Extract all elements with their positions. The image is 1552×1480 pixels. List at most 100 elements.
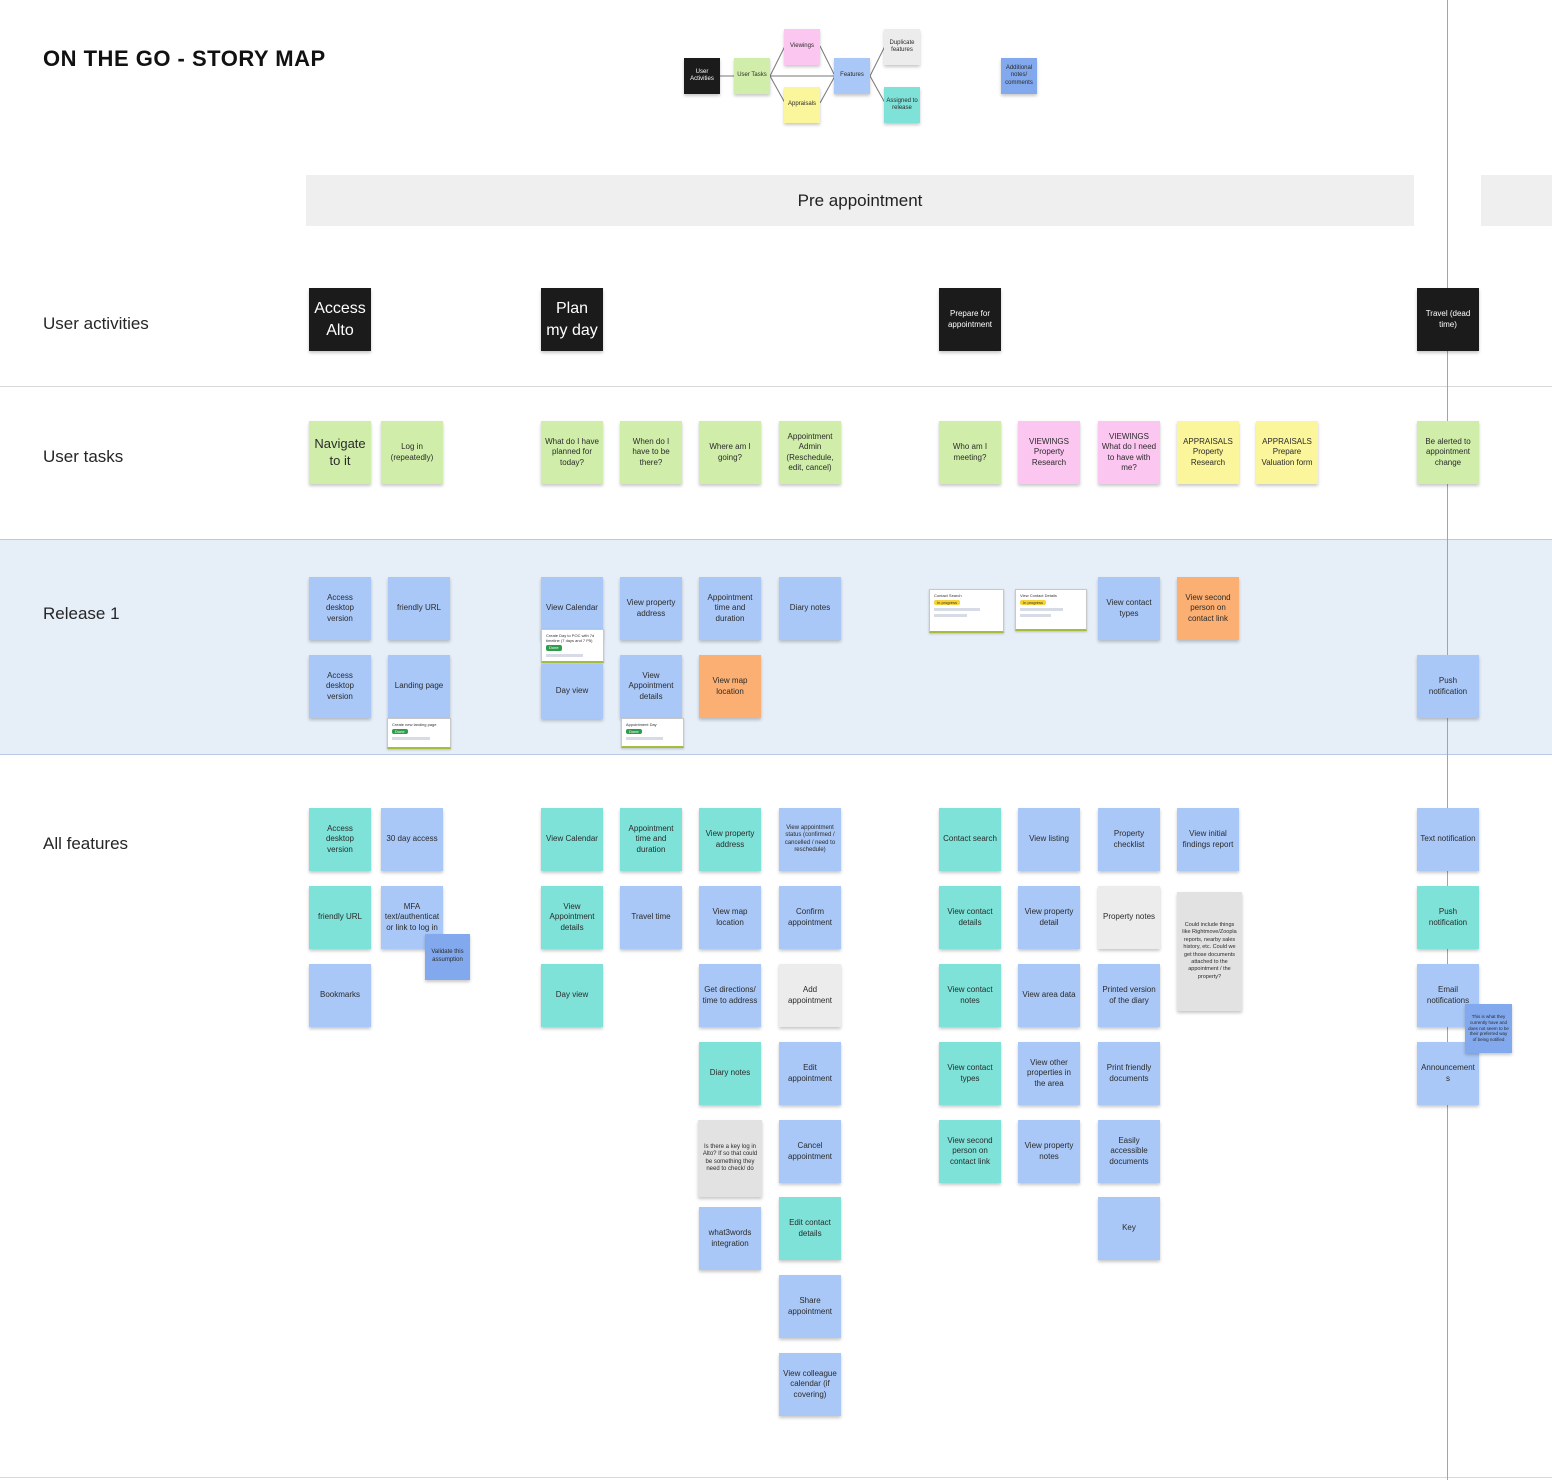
feature-view-property-notes[interactable]: View property notes bbox=[1018, 1120, 1080, 1183]
task-where-going[interactable]: Where am I going? bbox=[699, 421, 761, 484]
feature-confirm-appointment[interactable]: Confirm appointment bbox=[779, 886, 841, 949]
release-view-second-person[interactable]: View second person on contact link bbox=[1177, 577, 1239, 640]
note-could-include[interactable]: Could include things like Rightmove/Zoop… bbox=[1177, 892, 1242, 1011]
ticket-title: Appointment Day bbox=[626, 722, 657, 727]
task-when-there[interactable]: When do I have to be there? bbox=[620, 421, 682, 484]
legend-viewings: Viewings bbox=[784, 29, 820, 65]
feature-view-property-address[interactable]: View property address bbox=[699, 808, 761, 871]
feature-view-contact-types[interactable]: View contact types bbox=[939, 1042, 1001, 1105]
release-access-desktop-2[interactable]: Access desktop version bbox=[309, 655, 371, 718]
legend-duplicate-features: Duplicate features bbox=[884, 29, 920, 65]
feature-view-other-properties[interactable]: View other properties in the area bbox=[1018, 1042, 1080, 1105]
note-key-log[interactable]: Is there a key log in Alto? If so that c… bbox=[698, 1120, 762, 1197]
feature-view-calendar[interactable]: View Calendar bbox=[541, 808, 603, 871]
feature-what3words[interactable]: what3words integration bbox=[699, 1207, 761, 1270]
feature-view-status[interactable]: View appointment status (confirmed / can… bbox=[779, 808, 841, 871]
release-view-contact-types[interactable]: View contact types bbox=[1098, 577, 1160, 640]
row-label-user-tasks: User tasks bbox=[43, 447, 124, 466]
task-viewings-need[interactable]: VIEWINGS What do I need to have with me? bbox=[1098, 421, 1160, 484]
ticket-title: View Contact Details bbox=[1020, 593, 1057, 598]
release-view-property-address[interactable]: View property address bbox=[620, 577, 682, 640]
feature-access-desktop[interactable]: Access desktop version bbox=[309, 808, 371, 871]
activity-access-alto[interactable]: Access Alto bbox=[309, 288, 371, 351]
feature-edit-appointment[interactable]: Edit appointment bbox=[779, 1042, 841, 1105]
ticket-meta bbox=[934, 614, 967, 618]
feature-property-notes[interactable]: Property notes bbox=[1098, 886, 1160, 949]
row-label-user-activities: User activities bbox=[43, 314, 149, 333]
task-what-planned[interactable]: What do I have planned for today? bbox=[541, 421, 603, 484]
release-diary-notes[interactable]: Diary notes bbox=[779, 577, 841, 640]
row-divider bbox=[0, 1477, 1552, 1478]
release-day-view[interactable]: Day view bbox=[541, 664, 603, 719]
release-friendly-url[interactable]: friendly URL bbox=[388, 577, 450, 640]
status-badge: In progress bbox=[934, 600, 961, 606]
legend-connectors bbox=[720, 45, 886, 104]
ticket-card[interactable]: Appointment Day Done bbox=[621, 718, 684, 748]
ticket-meta bbox=[1020, 608, 1064, 612]
ticket-card[interactable]: Contact Search In progress bbox=[929, 589, 1004, 633]
feature-bookmarks[interactable]: Bookmarks bbox=[309, 964, 371, 1027]
ticket-meta bbox=[546, 653, 584, 657]
feature-view-area-data[interactable]: View area data bbox=[1018, 964, 1080, 1027]
activity-travel[interactable]: Travel (dead time) bbox=[1417, 288, 1479, 351]
feature-day-view[interactable]: Day view bbox=[541, 964, 603, 1027]
feature-view-colleague-calendar[interactable]: View colleague calendar (if covering) bbox=[779, 1353, 841, 1416]
feature-key[interactable]: Key bbox=[1098, 1197, 1160, 1260]
feature-contact-search[interactable]: Contact search bbox=[939, 808, 1001, 871]
feature-print-friendly[interactable]: Print friendly documents bbox=[1098, 1042, 1160, 1105]
feature-appointment-time-duration[interactable]: Appointment time and duration bbox=[620, 808, 682, 871]
feature-mfa[interactable]: MFA text/authenticator link to log in bbox=[381, 886, 443, 949]
feature-view-map-location[interactable]: View map location bbox=[699, 886, 761, 949]
feature-get-directions[interactable]: Get directions/ time to address bbox=[699, 964, 761, 1027]
feature-view-listing[interactable]: View listing bbox=[1018, 808, 1080, 871]
task-appraisals-research[interactable]: APPRAISALS Property Research bbox=[1177, 421, 1239, 484]
feature-view-second-person[interactable]: View second person on contact link bbox=[939, 1120, 1001, 1183]
feature-cancel-appointment[interactable]: Cancel appointment bbox=[779, 1120, 841, 1183]
task-who-meeting[interactable]: Who am I meeting? bbox=[939, 421, 1001, 484]
feature-property-checklist[interactable]: Property checklist bbox=[1098, 808, 1160, 871]
ticket-meta bbox=[392, 737, 430, 741]
release-push-notification[interactable]: Push notification bbox=[1417, 655, 1479, 718]
feature-easily-accessible[interactable]: Easily accessible documents bbox=[1098, 1120, 1160, 1183]
activity-prepare-for-appointment[interactable]: Prepare for appointment bbox=[939, 288, 1001, 351]
release-view-appointment-details[interactable]: View Appointment details bbox=[620, 655, 682, 718]
task-log-in[interactable]: Log in (repeatedly) bbox=[381, 421, 443, 484]
release-appointment-time-duration[interactable]: Appointment time and duration bbox=[699, 577, 761, 640]
note-validate-assumption[interactable]: Validate this assumption bbox=[425, 934, 470, 980]
feature-diary-notes[interactable]: Diary notes bbox=[699, 1042, 761, 1105]
task-navigate-to-it[interactable]: Navigate to it bbox=[309, 421, 371, 484]
feature-edit-contact-details[interactable]: Edit contact details bbox=[779, 1197, 841, 1260]
ticket-card[interactable]: View Contact Details In progress bbox=[1015, 589, 1087, 631]
feature-view-appointment-details[interactable]: View Appointment details bbox=[541, 886, 603, 949]
ticket-card[interactable]: Create Day to POC with 7d timeline (7 da… bbox=[541, 629, 604, 663]
feature-view-initial-findings[interactable]: View initial findings report bbox=[1177, 808, 1239, 871]
activity-plan-my-day[interactable]: Plan my day bbox=[541, 288, 603, 351]
task-appraisals-form[interactable]: APPRAISALS Prepare Valuation form bbox=[1256, 421, 1318, 484]
feature-friendly-url[interactable]: friendly URL bbox=[309, 886, 371, 949]
ticket-meta bbox=[934, 608, 980, 612]
release-1-band bbox=[0, 539, 1552, 755]
row-divider bbox=[0, 386, 1552, 387]
status-badge: Done bbox=[626, 729, 642, 735]
ticket-meta bbox=[1020, 614, 1051, 618]
note-this-is-what[interactable]: This is what they currently have and doe… bbox=[1465, 1004, 1512, 1053]
release-landing-page[interactable]: Landing page bbox=[388, 655, 450, 718]
release-access-desktop-1[interactable]: Access desktop version bbox=[309, 577, 371, 640]
status-badge: Done bbox=[392, 729, 408, 735]
task-appointment-admin[interactable]: Appointment Admin (Reschedule, edit, can… bbox=[779, 421, 841, 484]
task-viewings-research[interactable]: VIEWINGS Property Research bbox=[1018, 421, 1080, 484]
feature-push-notification[interactable]: Push notification bbox=[1417, 886, 1479, 949]
feature-view-property-detail[interactable]: View property detail bbox=[1018, 886, 1080, 949]
feature-text-notification[interactable]: Text notification bbox=[1417, 808, 1479, 871]
release-view-map-location[interactable]: View map location bbox=[699, 655, 761, 718]
task-be-alerted[interactable]: Be alerted to appointment change bbox=[1417, 421, 1479, 484]
ticket-title: Contact Search bbox=[934, 593, 962, 598]
feature-view-contact-details[interactable]: View contact details bbox=[939, 886, 1001, 949]
ticket-card[interactable]: Create new landing page Done bbox=[387, 718, 451, 749]
feature-share-appointment[interactable]: Share appointment bbox=[779, 1275, 841, 1338]
feature-travel-time[interactable]: Travel time bbox=[620, 886, 682, 949]
feature-thirty-day-access[interactable]: 30 day access bbox=[381, 808, 443, 871]
feature-add-appointment[interactable]: Add appointment bbox=[779, 964, 841, 1027]
feature-view-contact-notes[interactable]: View contact notes bbox=[939, 964, 1001, 1027]
feature-printed-diary[interactable]: Printed version of the diary bbox=[1098, 964, 1160, 1027]
